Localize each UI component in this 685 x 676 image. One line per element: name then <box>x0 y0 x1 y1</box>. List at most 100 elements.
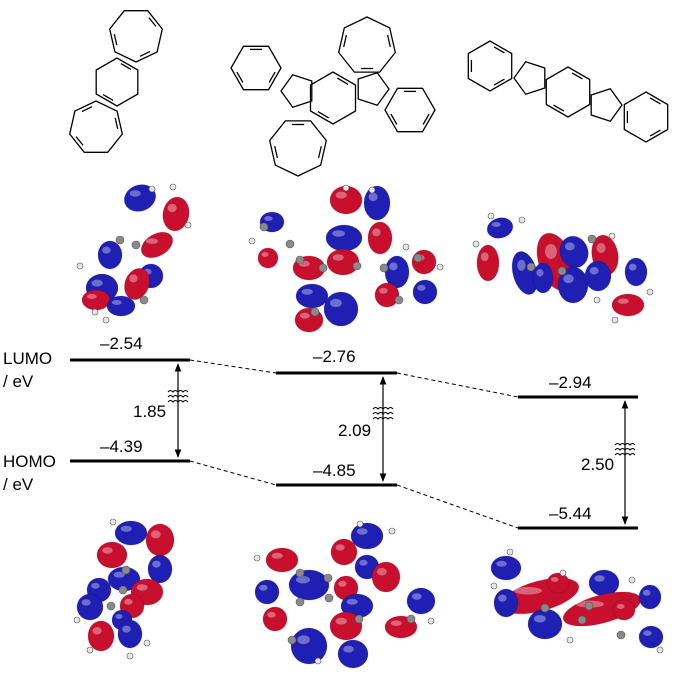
orbital-lobe-positive <box>140 231 174 259</box>
orbital-lobe-positive <box>87 620 115 652</box>
orbital-lobe-negative <box>114 520 148 546</box>
orbital-lobe-positive <box>374 282 400 308</box>
carbon-atom <box>584 601 594 611</box>
molecule-3-lumo-value: –2.94 <box>549 373 592 392</box>
orbital-lobe-positive <box>257 247 279 269</box>
hydrogen-atom <box>388 527 396 535</box>
orbital-lobe-positive <box>329 611 363 641</box>
hydrogen-atom <box>628 576 636 584</box>
molecule-3-ring-2 <box>513 61 546 95</box>
orbital-lobe-negative <box>323 291 359 327</box>
molecule-1-homo-value: –4.39 <box>100 437 143 456</box>
orbital-lobe-positive <box>367 221 393 255</box>
orbital-lobe-negative <box>295 283 329 309</box>
carbon-atom <box>413 253 423 263</box>
orbital-lobe-negative <box>363 185 391 221</box>
hydrogen-atom <box>427 617 435 625</box>
hydrogen-atom <box>109 518 117 526</box>
lumo-connector-1 <box>189 359 277 374</box>
hydrogen-atom <box>436 263 444 271</box>
chemical-structures <box>68 10 669 177</box>
hydrogen-atom <box>611 316 619 324</box>
orbital-lobe-positive <box>611 293 645 317</box>
hydrogen-atom <box>566 636 574 644</box>
orbital-lobe-positive <box>476 244 500 282</box>
carbon-atom <box>587 234 597 244</box>
carbon-atom <box>295 597 305 607</box>
hydrogen-atom <box>656 646 664 654</box>
carbon-atom <box>352 261 362 271</box>
molecule-2-homo-value: –4.85 <box>313 461 356 480</box>
lumo-label: LUMO <box>3 349 53 368</box>
carbon-atom <box>318 263 328 273</box>
orbital-lobe-negative <box>638 625 664 649</box>
molecule-3-homo-orbital <box>490 548 664 654</box>
hydrogen-atom <box>490 582 498 590</box>
hydrogen-atom <box>402 243 410 251</box>
orbital-lobe-negative <box>123 184 157 212</box>
molecule-2-homo-orbital <box>253 520 436 669</box>
orbital-lobe-negative <box>350 522 384 550</box>
orbital-lobe-positive <box>162 196 190 232</box>
carbon-atom <box>379 263 389 273</box>
molecule-1-lumo-orbital <box>76 183 192 324</box>
molecule-2-lumo-orbital <box>248 184 444 333</box>
molecule-2-ring-bottom-seven <box>268 120 328 177</box>
orbital-lobe-negative <box>406 587 436 615</box>
molecule-1-lumo-value: –2.54 <box>100 334 143 353</box>
molecule-3-ring-1 <box>467 40 513 92</box>
hydrogen-atom <box>184 221 192 229</box>
molecule-1-ring-center <box>95 57 139 107</box>
orbital-lobe-positive <box>330 538 358 566</box>
orbital-lobe-positive <box>326 248 360 276</box>
orbital-lobe-negative <box>325 224 363 252</box>
carbon-atom <box>115 235 125 245</box>
carbon-atom <box>139 295 149 305</box>
orbital-lobe-negative <box>624 257 648 287</box>
orbital-lobe-negative <box>147 554 173 584</box>
photon-wiggle-icon <box>167 390 189 403</box>
hydrogen-atom <box>148 185 156 193</box>
hydrogen-atom <box>506 548 514 556</box>
hydrogen-atom <box>102 316 110 324</box>
molecule-2-gap-value: 2.09 <box>338 421 372 440</box>
orbital-lobe-positive <box>262 606 288 632</box>
homo-connector-1 <box>189 460 277 486</box>
hydrogen-atom <box>248 237 256 245</box>
hydrogen-atom <box>356 520 364 528</box>
hydrogen-atom <box>314 657 322 665</box>
homo-connector-2 <box>396 484 519 529</box>
orbital-lobe-positive <box>546 572 570 594</box>
carbon-atom <box>121 565 131 575</box>
hydrogen-atom <box>646 288 654 296</box>
carbon-atom <box>526 262 536 272</box>
orbital-lobe-negative <box>638 584 662 610</box>
lumo-connector-2 <box>396 372 519 398</box>
hydrogen-atom <box>487 212 495 220</box>
molecule-3-ring-4 <box>590 88 623 122</box>
carbon-atom <box>295 568 305 578</box>
orbital-lobe-negative <box>490 555 522 581</box>
orbital-lobe-negative <box>337 639 369 669</box>
orbital-lobe-negative <box>117 619 143 649</box>
carbon-atom <box>106 601 116 611</box>
carbon-atom <box>324 593 334 603</box>
carbon-atom <box>557 266 567 276</box>
orbital-lobe-negative <box>288 569 330 601</box>
molecule-3-ring-5 <box>623 91 669 143</box>
orbital-lobe-negative <box>532 262 554 294</box>
hydrogen-atom <box>126 652 134 660</box>
orbital-lobe-positive <box>96 541 128 569</box>
orbital-lobe-negative <box>527 608 563 640</box>
orbital-lobe-negative <box>254 579 280 605</box>
orbital-lobe-negative <box>290 627 328 665</box>
orbital-lobe-negative <box>493 588 519 618</box>
carbon-atom <box>310 307 320 317</box>
photon-wiggle-icon <box>372 407 394 420</box>
carbon-atom <box>295 255 305 265</box>
molecule-3-ring-3 <box>545 66 591 118</box>
orbital-lobe-positive <box>123 267 151 301</box>
molecule-3-homo-value: –5.44 <box>549 504 592 523</box>
